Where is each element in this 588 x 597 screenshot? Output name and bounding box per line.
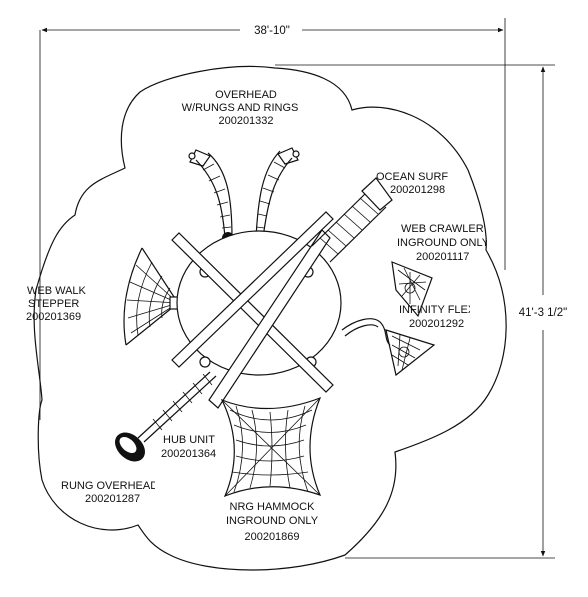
label-hub-unit-line1: HUB UNIT [163, 434, 215, 446]
web-crawler [391, 261, 433, 318]
label-web-walk-line1: WEB WALK [27, 285, 87, 297]
nrg-hammock [220, 396, 322, 498]
width-dimension: 38'-10" [39, 18, 506, 420]
web-walk-stepper [123, 247, 179, 346]
label-web-crawler-line2: INGROUND ONLY [397, 237, 490, 249]
label-overhead-line1: OVERHEAD [215, 89, 277, 101]
label-ocean-surf-line1: OCEAN SURF [376, 171, 448, 183]
label-rung-overhead-line1: RUNG OVERHEAD [61, 480, 158, 492]
height-dimension: 41'-3 1/2" [275, 64, 567, 559]
label-infinity-flex: INFINITY FLEX 200201292 [399, 304, 476, 330]
label-web-walk-line2: STEPPER [28, 298, 79, 310]
label-rung-overhead-line2: 200201287 [85, 493, 140, 505]
rung-overhead [115, 371, 217, 462]
label-nrg-hammock-line3: 200201869 [244, 531, 299, 543]
label-web-crawler-line1: WEB CRAWLER [401, 223, 484, 235]
label-overhead: OVERHEAD W/RUNGS AND RINGS 200201332 [182, 89, 299, 127]
label-rung-overhead: RUNG OVERHEAD 200201287 [61, 480, 158, 505]
label-web-walk-line3: 200201369 [26, 311, 81, 323]
label-hub-unit-line2: 200201364 [161, 448, 216, 460]
label-nrg-hammock-line1: NRG HAMMOCK [230, 501, 316, 513]
label-ocean-surf: OCEAN SURF 200201298 [376, 171, 448, 196]
label-web-crawler-line3: 200201117 [416, 251, 469, 263]
label-overhead-line2: W/RUNGS AND RINGS [182, 102, 299, 114]
use-zone-outline [33, 65, 507, 571]
overhead-rungs [188, 147, 300, 244]
label-infinity-flex-line1: INFINITY FLEX [399, 304, 476, 316]
hub-unit [171, 211, 342, 409]
label-ocean-surf-line2: 200201298 [390, 184, 445, 196]
height-dimension-label: 41'-3 1/2" [519, 307, 567, 319]
label-infinity-flex-line2: 200201292 [409, 318, 464, 330]
width-dimension-label: 38'-10" [254, 25, 290, 37]
label-web-crawler: WEB CRAWLER INGROUND ONLY 200201117 [397, 223, 490, 263]
infinity-flex [341, 318, 436, 377]
label-nrg-hammock: NRG HAMMOCK INGROUND ONLY 200201869 [226, 501, 319, 543]
label-web-walk-stepper: WEB WALK STEPPER 200201369 [26, 285, 87, 323]
label-overhead-line3: 200201332 [218, 115, 273, 127]
label-hub-unit: HUB UNIT 200201364 [161, 434, 216, 460]
label-nrg-hammock-line2: INGROUND ONLY [226, 515, 319, 527]
ocean-surf [311, 177, 393, 263]
